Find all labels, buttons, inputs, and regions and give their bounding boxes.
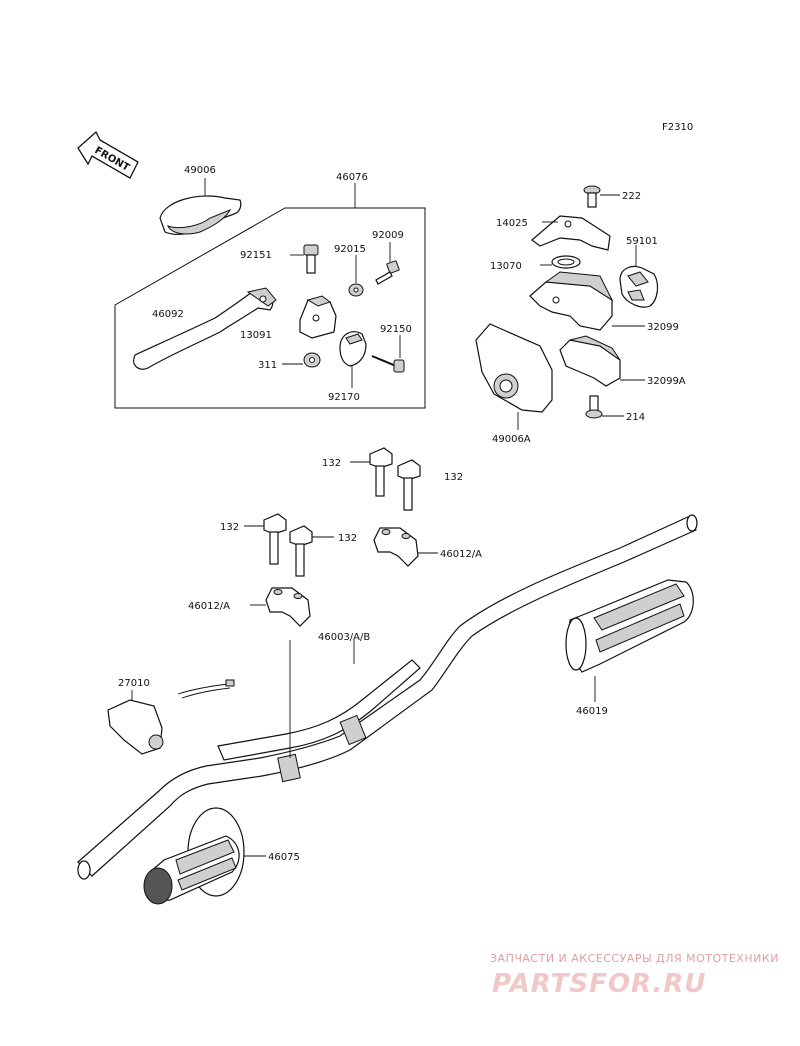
figure-code: F2310 <box>662 122 693 133</box>
callout-222: 222 <box>622 191 641 202</box>
callout-46012A-left: 46012/A <box>188 601 230 612</box>
callout-214: 214 <box>626 412 645 423</box>
handlebar-clamp-46012A-left <box>250 587 311 627</box>
front-arrow-icon: FRONT <box>77 130 139 179</box>
callout-46092: 46092 <box>152 309 184 320</box>
ring-13070 <box>540 255 581 269</box>
handlebar-clamp-46012A-right <box>373 527 438 567</box>
bolt-92151 <box>290 244 319 274</box>
callout-132-b: 132 <box>444 472 463 483</box>
bolt-92150 <box>371 335 405 373</box>
callout-92151: 92151 <box>240 250 272 261</box>
throttle-cover-49006A <box>475 323 553 430</box>
callout-132-d: 132 <box>338 533 357 544</box>
callout-92015: 92015 <box>334 244 366 255</box>
watermark-logo: PARTSFOR.RU <box>492 969 706 999</box>
washer-92015 <box>348 255 364 297</box>
left-grip-46075 <box>143 807 266 905</box>
housing-32099A <box>559 335 645 387</box>
throttle-grip-46019 <box>565 579 694 702</box>
clamp-92170 <box>339 331 367 388</box>
pulley-59101 <box>619 245 659 308</box>
callout-32099: 32099 <box>647 322 679 333</box>
callout-14025: 14025 <box>496 218 528 229</box>
lever-holder-13091 <box>299 295 337 339</box>
bolt-132-d <box>289 525 334 577</box>
bolt-132-b <box>397 459 421 511</box>
callout-92150: 92150 <box>380 324 412 335</box>
callout-59101: 59101 <box>626 236 658 247</box>
bolt-132-c <box>244 513 287 565</box>
callout-311: 311 <box>258 360 277 371</box>
callout-13070: 13070 <box>490 261 522 272</box>
nut-311 <box>282 352 321 368</box>
callout-49006: 49006 <box>184 165 216 176</box>
callout-92009: 92009 <box>372 230 404 241</box>
callout-46019: 46019 <box>576 706 608 717</box>
callout-46076: 46076 <box>336 172 368 183</box>
handlebar-46003AB <box>77 514 698 880</box>
screw-222 <box>583 185 620 208</box>
lever-cover-49006 <box>159 178 242 235</box>
throttle-cover-14025 <box>531 215 611 251</box>
bolt-132-a <box>350 447 393 497</box>
callout-32099A: 32099A <box>647 376 686 387</box>
lever-assembly-frame <box>114 183 426 409</box>
callout-46003AB: 46003/A/B <box>318 632 370 643</box>
watermark-tagline: ЗАПЧАСТИ И АКСЕССУАРЫ ДЛЯ МОТОТЕХНИКИ <box>490 952 779 965</box>
callout-92170: 92170 <box>328 392 360 403</box>
callout-46075: 46075 <box>268 852 300 863</box>
callout-13091: 13091 <box>240 330 272 341</box>
callout-46012A-right: 46012/A <box>440 549 482 560</box>
callout-132-c: 132 <box>220 522 239 533</box>
screw-214 <box>585 395 624 419</box>
housing-32099 <box>529 271 645 331</box>
callout-132-a: 132 <box>322 458 341 469</box>
screw-92009 <box>375 242 400 285</box>
callout-49006A: 49006A <box>492 434 531 445</box>
kill-switch-27010 <box>107 679 235 755</box>
callout-27010: 27010 <box>118 678 150 689</box>
clutch-lever-46092 <box>133 287 277 370</box>
